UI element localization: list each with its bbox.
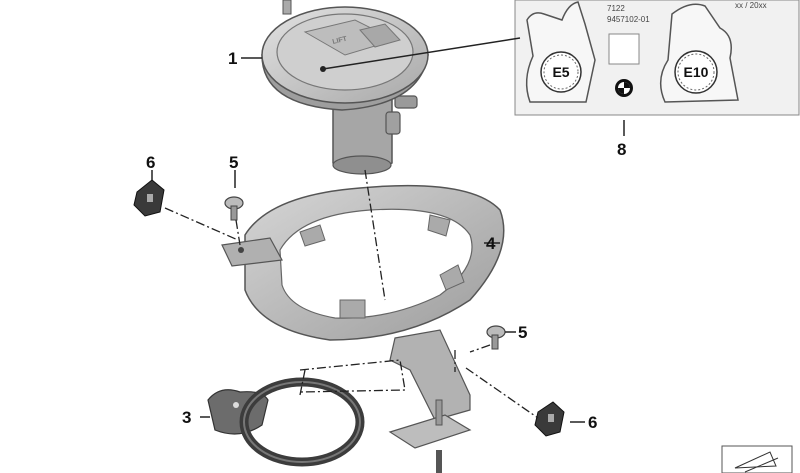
bolt-bottom-part: [436, 450, 442, 473]
callout-4: 4: [486, 234, 496, 253]
callout-3: 3: [182, 408, 191, 427]
filler-cap-part[interactable]: LIFT: [261, 0, 429, 175]
callout-1: 1: [228, 49, 237, 68]
clip-nut-upper-part[interactable]: [133, 179, 165, 217]
clip-nut-lower-part[interactable]: [534, 401, 565, 437]
callout-6-upper: 6: [146, 153, 155, 172]
fuel-type-sticker-part[interactable]: E5 E10 7122 9457102-01 xx / 20xx: [514, 0, 800, 116]
gasket-part[interactable]: [207, 377, 365, 467]
e5-badge-text: E5: [552, 64, 569, 80]
assembly-lines: [164, 169, 539, 419]
callout-5-lower: 5: [518, 323, 527, 342]
cap-lift-text: LIFT: [332, 35, 349, 46]
callout-8: 8: [617, 140, 626, 159]
sticker-date-text: xx / 20xx: [735, 1, 767, 10]
callout-6-lower: 6: [588, 413, 597, 432]
e10-badge-text: E10: [684, 64, 709, 80]
sticker-code-text: 7122: [607, 4, 625, 13]
leader-lines: [151, 37, 625, 423]
screw-upper-part[interactable]: [224, 196, 244, 221]
corner-arrow-icon[interactable]: [721, 445, 793, 473]
sticker-partno-text: 9457102-01: [607, 15, 650, 24]
callout-5-upper: 5: [229, 153, 238, 172]
mounting-ring-part[interactable]: [221, 184, 505, 449]
bmw-logo-icon: [615, 79, 633, 97]
